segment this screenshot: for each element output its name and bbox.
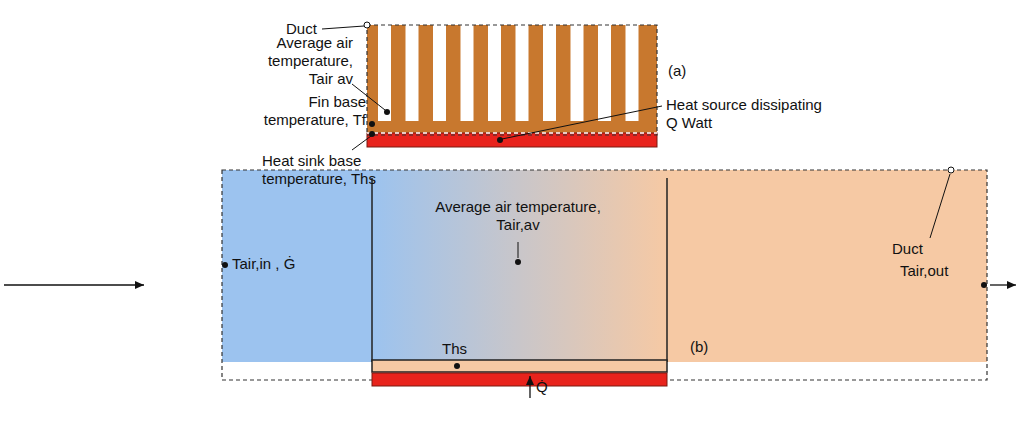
fin-gap xyxy=(461,25,474,121)
duct-outline xyxy=(222,170,987,380)
heat-flow-label: Q̇ xyxy=(536,378,548,396)
leader-line xyxy=(352,136,371,150)
fin-gaps xyxy=(378,25,639,121)
leader-dot xyxy=(454,363,460,369)
fin-edge xyxy=(371,178,373,362)
inlet-label: Tair,in , Ġ xyxy=(232,255,295,273)
heat-sink-base-label: Heat sink base temperature, Ths xyxy=(262,152,378,188)
fin-gap xyxy=(543,25,556,121)
flow-arrow xyxy=(990,284,1016,285)
heat-sink-air xyxy=(372,170,667,362)
flow-arrow xyxy=(4,284,144,285)
heat-arrow xyxy=(529,376,530,398)
leader-line xyxy=(930,174,950,238)
leader-dot xyxy=(497,137,503,143)
heat-source-label: Heat source dissipating Q Watt xyxy=(666,96,831,132)
leader-dot xyxy=(981,282,987,288)
leader-dot xyxy=(222,262,228,268)
fin-gap xyxy=(598,25,611,121)
leader-line xyxy=(322,26,364,29)
leader-dot xyxy=(364,22,370,28)
duct-label: Duct xyxy=(892,240,923,258)
fin-gap xyxy=(488,25,501,121)
leader-line xyxy=(518,242,519,258)
outlet-air xyxy=(667,170,987,362)
heat-source xyxy=(372,373,667,386)
fin-gap xyxy=(406,25,419,121)
heat-sink-body xyxy=(367,25,657,135)
leader-dot xyxy=(384,109,390,115)
leader-dot xyxy=(515,259,521,265)
fin-gap xyxy=(626,25,639,121)
heat-sink-base xyxy=(372,360,667,372)
duct-outline xyxy=(367,25,657,135)
fin-gap xyxy=(516,25,529,121)
air-temperature-label: Average air temperature, Tair,av xyxy=(428,198,608,234)
leader-dot xyxy=(369,131,375,137)
fin-edge xyxy=(666,178,668,362)
leader-line xyxy=(502,106,662,139)
base-temperature-label: Ths xyxy=(442,340,467,358)
outlet-label: Tair,out xyxy=(900,262,948,280)
panel-label: (a) xyxy=(668,62,686,80)
fin-base-label: Fin base temperature, Tf xyxy=(240,93,366,129)
leader-dot xyxy=(948,167,954,173)
panel-label: (b) xyxy=(690,338,708,356)
fin-gap xyxy=(433,25,446,121)
air-temperature-label: Average air temperature, Tair av xyxy=(255,34,353,88)
base-line xyxy=(367,132,657,134)
fin-gap xyxy=(571,25,584,121)
leader-dot xyxy=(369,121,375,127)
inlet-air xyxy=(222,170,372,362)
